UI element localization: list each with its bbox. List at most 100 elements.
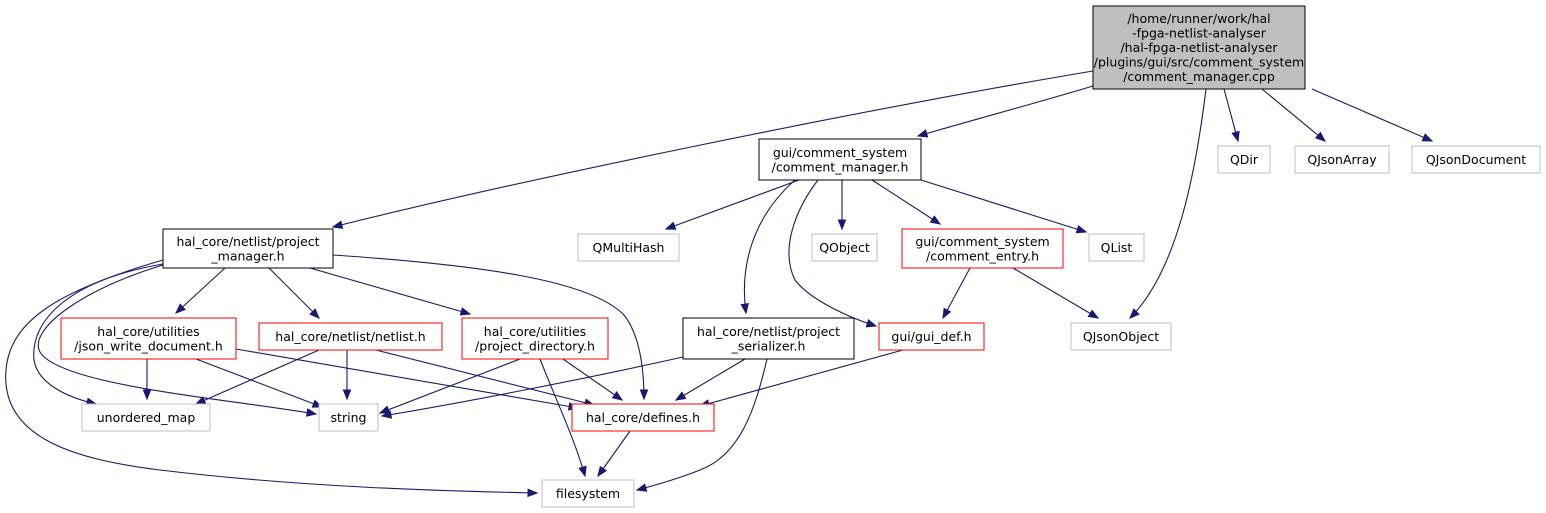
edge-arrowhead: [635, 483, 648, 492]
node-label-line: unordered_map: [97, 410, 196, 425]
edge-arrowhead: [740, 302, 749, 315]
edge-line: [636, 358, 768, 491]
node-netlist-h[interactable]: hal_core/netlist/netlist.h: [258, 322, 443, 351]
edge-netlist-h-to-string: [342, 350, 352, 401]
node-label-line: hal_core/utilities: [97, 324, 199, 339]
edge-comment-entry-h-to-qjsonobject: [1012, 267, 1100, 319]
edge-root-to-qdir: [1223, 88, 1240, 143]
node-qdir[interactable]: QDir: [1217, 145, 1271, 174]
node-label-line: hal_core/defines.h: [586, 410, 700, 425]
edge-arrowhead: [929, 215, 942, 225]
node-project-manager-h[interactable]: hal_core/netlist/project_manager.h: [162, 228, 334, 269]
edge-line: [675, 358, 746, 401]
edge-arrowhead: [1231, 130, 1240, 143]
node-label-line: gui/comment_system: [915, 234, 1049, 249]
edge-project-manager-h-to-string: [37, 264, 318, 417]
node-box: [1088, 233, 1145, 262]
edge-arrowhead: [331, 220, 344, 229]
node-box: [541, 479, 635, 508]
edge-project-manager-h-to-project-directory-h: [309, 267, 472, 316]
edge-line: [1129, 88, 1207, 319]
edge-arrowhead: [305, 408, 318, 417]
edge-arrowhead: [578, 465, 587, 478]
edge-project-directory-h-to-string: [378, 358, 521, 414]
node-root[interactable]: /home/runner/work/hal-fpga-netlist-analy…: [1092, 5, 1306, 90]
edge-comment-manager-h-to-project-serializer-h: [740, 179, 796, 315]
edge-arrowhead: [597, 465, 608, 478]
edge-line: [332, 70, 1094, 228]
edge-line: [381, 356, 684, 417]
edge-arrowhead: [1087, 309, 1100, 319]
edge-arrowhead: [459, 307, 472, 316]
node-comment-entry-h[interactable]: gui/comment_system/comment_entry.h: [901, 228, 1064, 269]
edge-line: [1012, 267, 1099, 319]
edge-arrowhead: [142, 389, 152, 401]
edge-arrowhead: [639, 389, 649, 401]
edge-defines-h-to-filesystem: [597, 430, 631, 478]
node-string[interactable]: string: [318, 403, 379, 432]
node-label-line: /hal-fpga-netlist-analyser: [1120, 40, 1278, 55]
node-qobject[interactable]: QObject: [811, 233, 878, 262]
edge-arrowhead: [1075, 225, 1088, 234]
node-qjsonarray[interactable]: QJsonArray: [1294, 145, 1390, 174]
node-comment-manager-h[interactable]: gui/comment_system/comment_manager.h: [758, 138, 922, 181]
edge-comment-manager-h-to-comment-entry-h: [871, 179, 942, 225]
edge-arrowhead: [342, 389, 352, 401]
edge-root-to-qjsondocument: [1311, 88, 1434, 142]
edge-project-serializer-h-to-defines-h: [674, 358, 746, 401]
edge-line: [5, 259, 538, 494]
node-label-line: /comment_manager.h: [772, 159, 909, 174]
node-gui-def-h[interactable]: gui/gui_def.h: [878, 322, 985, 351]
node-box: [682, 317, 855, 360]
edge-comment-entry-h-to-gui-def-h: [942, 267, 971, 320]
edge-line: [235, 348, 579, 409]
edge-arrowhead: [674, 391, 687, 401]
node-label-line: _serializer.h: [731, 338, 806, 353]
edge-arrowhead: [378, 405, 391, 414]
node-label-line: string: [331, 410, 367, 425]
node-qlist[interactable]: QList: [1088, 233, 1145, 262]
node-label-line: filesystem: [556, 486, 620, 501]
node-filesystem[interactable]: filesystem: [541, 479, 635, 508]
node-box: [318, 403, 379, 432]
node-label-line: gui/gui_def.h: [891, 329, 971, 344]
node-box: [878, 322, 985, 351]
edge-project-manager-h-to-json-write-document-h: [175, 267, 226, 314]
node-defines-h[interactable]: hal_core/defines.h: [571, 403, 715, 432]
node-label-line: QJsonObject: [1083, 329, 1159, 344]
edge-line: [332, 254, 645, 400]
edge-json-write-document-h-to-unordered-map: [142, 359, 152, 401]
edge-comment-manager-h-to-qmultihash: [664, 179, 800, 230]
node-label-line: QDir: [1230, 152, 1259, 167]
edge-root-to-qjsonarray: [1261, 88, 1327, 142]
edge-comment-manager-h-to-qobject: [837, 180, 847, 231]
node-box: [571, 403, 715, 432]
edge-arrowhead: [837, 219, 847, 231]
edge-line: [743, 179, 796, 314]
edge-project-serializer-h-to-filesystem: [635, 358, 768, 492]
node-box: [258, 322, 443, 351]
node-label-line: QObject: [819, 240, 870, 255]
node-json-write-document-h[interactable]: hal_core/utilities/json_write_document.h: [60, 317, 237, 360]
node-label-line: hal_core/netlist/project: [176, 234, 319, 249]
node-unordered-map[interactable]: unordered_map: [81, 403, 211, 432]
node-qjsondocument[interactable]: QJsonDocument: [1411, 145, 1541, 174]
edge-line: [920, 179, 1087, 233]
edge-line: [1311, 88, 1433, 142]
edge-root-to-project-manager-h: [331, 70, 1094, 229]
node-qmultihash[interactable]: QMultiHash: [577, 233, 680, 262]
node-box: [60, 317, 237, 360]
edge-line: [195, 358, 323, 408]
edge-line: [309, 267, 471, 315]
node-box: [162, 228, 334, 269]
node-box: [901, 228, 1064, 269]
node-box: [461, 317, 609, 360]
edge-line: [175, 267, 226, 314]
edge-arrowhead: [916, 129, 929, 138]
node-project-directory-h[interactable]: hal_core/utilities/project_directory.h: [461, 317, 609, 360]
node-project-serializer-h[interactable]: hal_core/netlist/project_serializer.h: [682, 317, 855, 360]
node-label-line: -fpga-netlist-analyser: [1132, 26, 1267, 41]
node-qjsonobject[interactable]: QJsonObject: [1070, 322, 1172, 351]
edge-line: [268, 267, 320, 319]
